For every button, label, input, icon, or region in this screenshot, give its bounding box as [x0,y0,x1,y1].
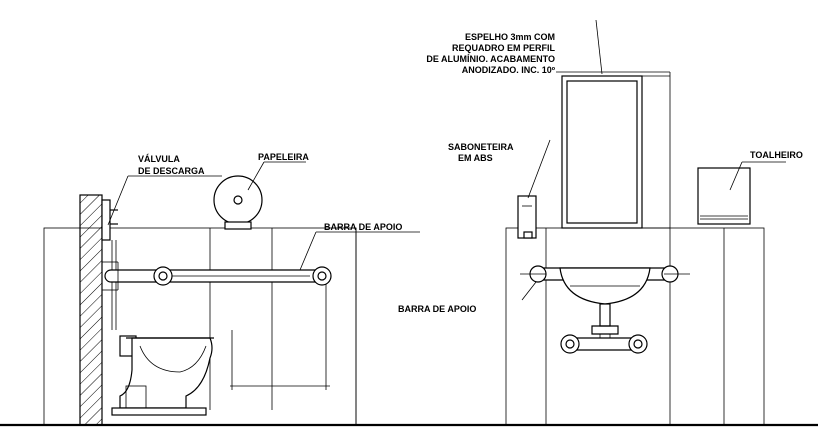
label-espelho-line3: DE ALUMÍNIO. ACABAMENTO [426,54,555,64]
label-valvula-line1: VÁLVULA [138,154,180,164]
sink-basin [520,265,690,345]
grab-bar-under-sink [560,334,648,354]
label-barra-apoio-right: BARRA DE APOIO [398,304,476,314]
label-espelho-line4: ANODIZADO. INC. 10º [462,65,556,75]
label-espelho-line1: ESPELHO 3mm COM [465,32,555,42]
toilet-bowl [111,335,214,416]
label-barra-apoio-left: BARRA DE APOIO [324,222,402,232]
label-valvula-line2: DE DESCARGA [138,166,205,176]
grab-bar-left [102,261,332,291]
hatched-wall [79,194,103,426]
label-toalheiro: TOALHEIRO [750,150,803,160]
label-saboneteira-line2: EM ABS [458,153,493,163]
label-papeleira: PAPELEIRA [258,152,309,162]
label-espelho-line2: REQUADRO EM PERFIL [452,43,556,53]
label-saboneteira-line1: SABONETEIRA [448,142,514,152]
toilet-paper-holder [213,175,263,230]
mirror [561,75,670,229]
sink-elevation [505,19,786,426]
toilet-elevation [43,161,420,426]
soap-dispenser [517,195,537,239]
towel-dispenser [697,167,751,225]
